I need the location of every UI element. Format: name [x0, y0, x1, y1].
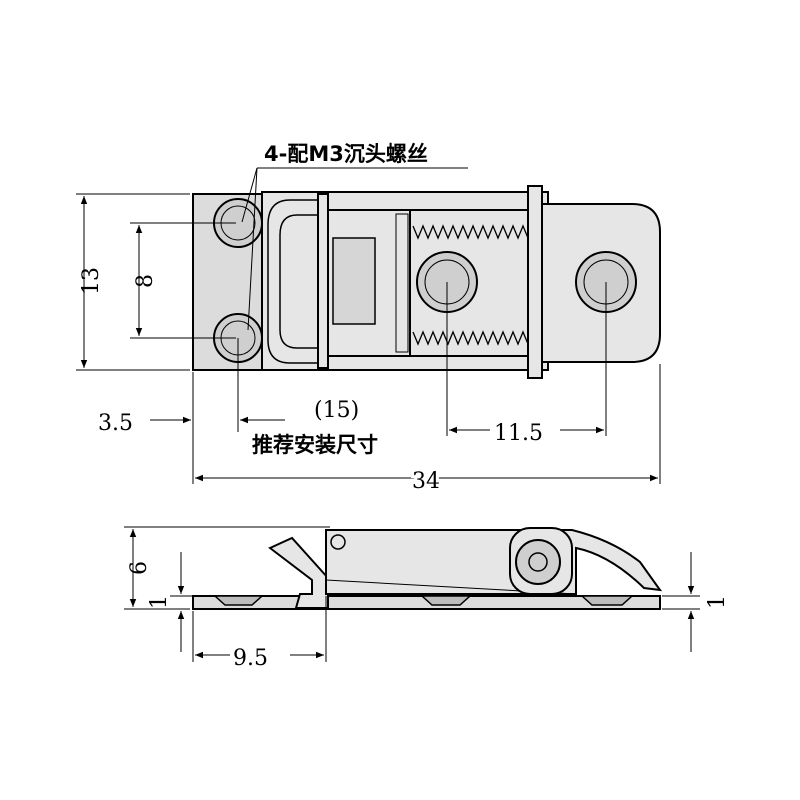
dim-1-left-label: 1: [147, 595, 172, 609]
slider-window: [332, 237, 376, 325]
pin-bar: [527, 185, 543, 379]
countersink-right: [580, 595, 634, 606]
side-pivot: [515, 539, 561, 585]
dim-3-5-label: 3.5: [98, 411, 133, 436]
dim-13-label: 13: [79, 267, 104, 295]
spring-bottom: [412, 330, 529, 346]
dim-11-5-label: 11.5: [494, 421, 543, 446]
dim-34-label: 34: [412, 469, 440, 494]
slider-edge: [395, 213, 409, 353]
countersink-center: [420, 595, 472, 606]
dim-8-label: 8: [133, 274, 158, 288]
hook-band: [317, 193, 329, 369]
screw-note: 4-配M3沉头螺丝: [264, 142, 428, 166]
side-view: 6 1 1 9.5: [124, 526, 730, 671]
mount-ref-label: (15): [314, 398, 359, 423]
countersink-left: [213, 595, 264, 606]
dim-6-label: 6: [127, 561, 152, 575]
side-pivot-pin: [528, 552, 548, 572]
screw-leader-1: [241, 167, 258, 223]
mount-note: 推荐安装尺寸: [252, 433, 378, 457]
side-lever: [325, 529, 663, 595]
side-hook: [268, 536, 329, 609]
frame-loop-inner: [279, 214, 318, 349]
screw-leader-2: [247, 167, 258, 331]
side-rivet: [330, 534, 346, 550]
top-view: 4-配M3沉头螺丝 13 8 3.5 (15) 推荐安装尺寸 11.5 34: [76, 142, 661, 497]
spring-top: [412, 224, 529, 240]
dim-9-5-label: 9.5: [233, 646, 268, 671]
dim-1-right-label: 1: [705, 595, 730, 609]
frame-loop: [267, 199, 325, 364]
